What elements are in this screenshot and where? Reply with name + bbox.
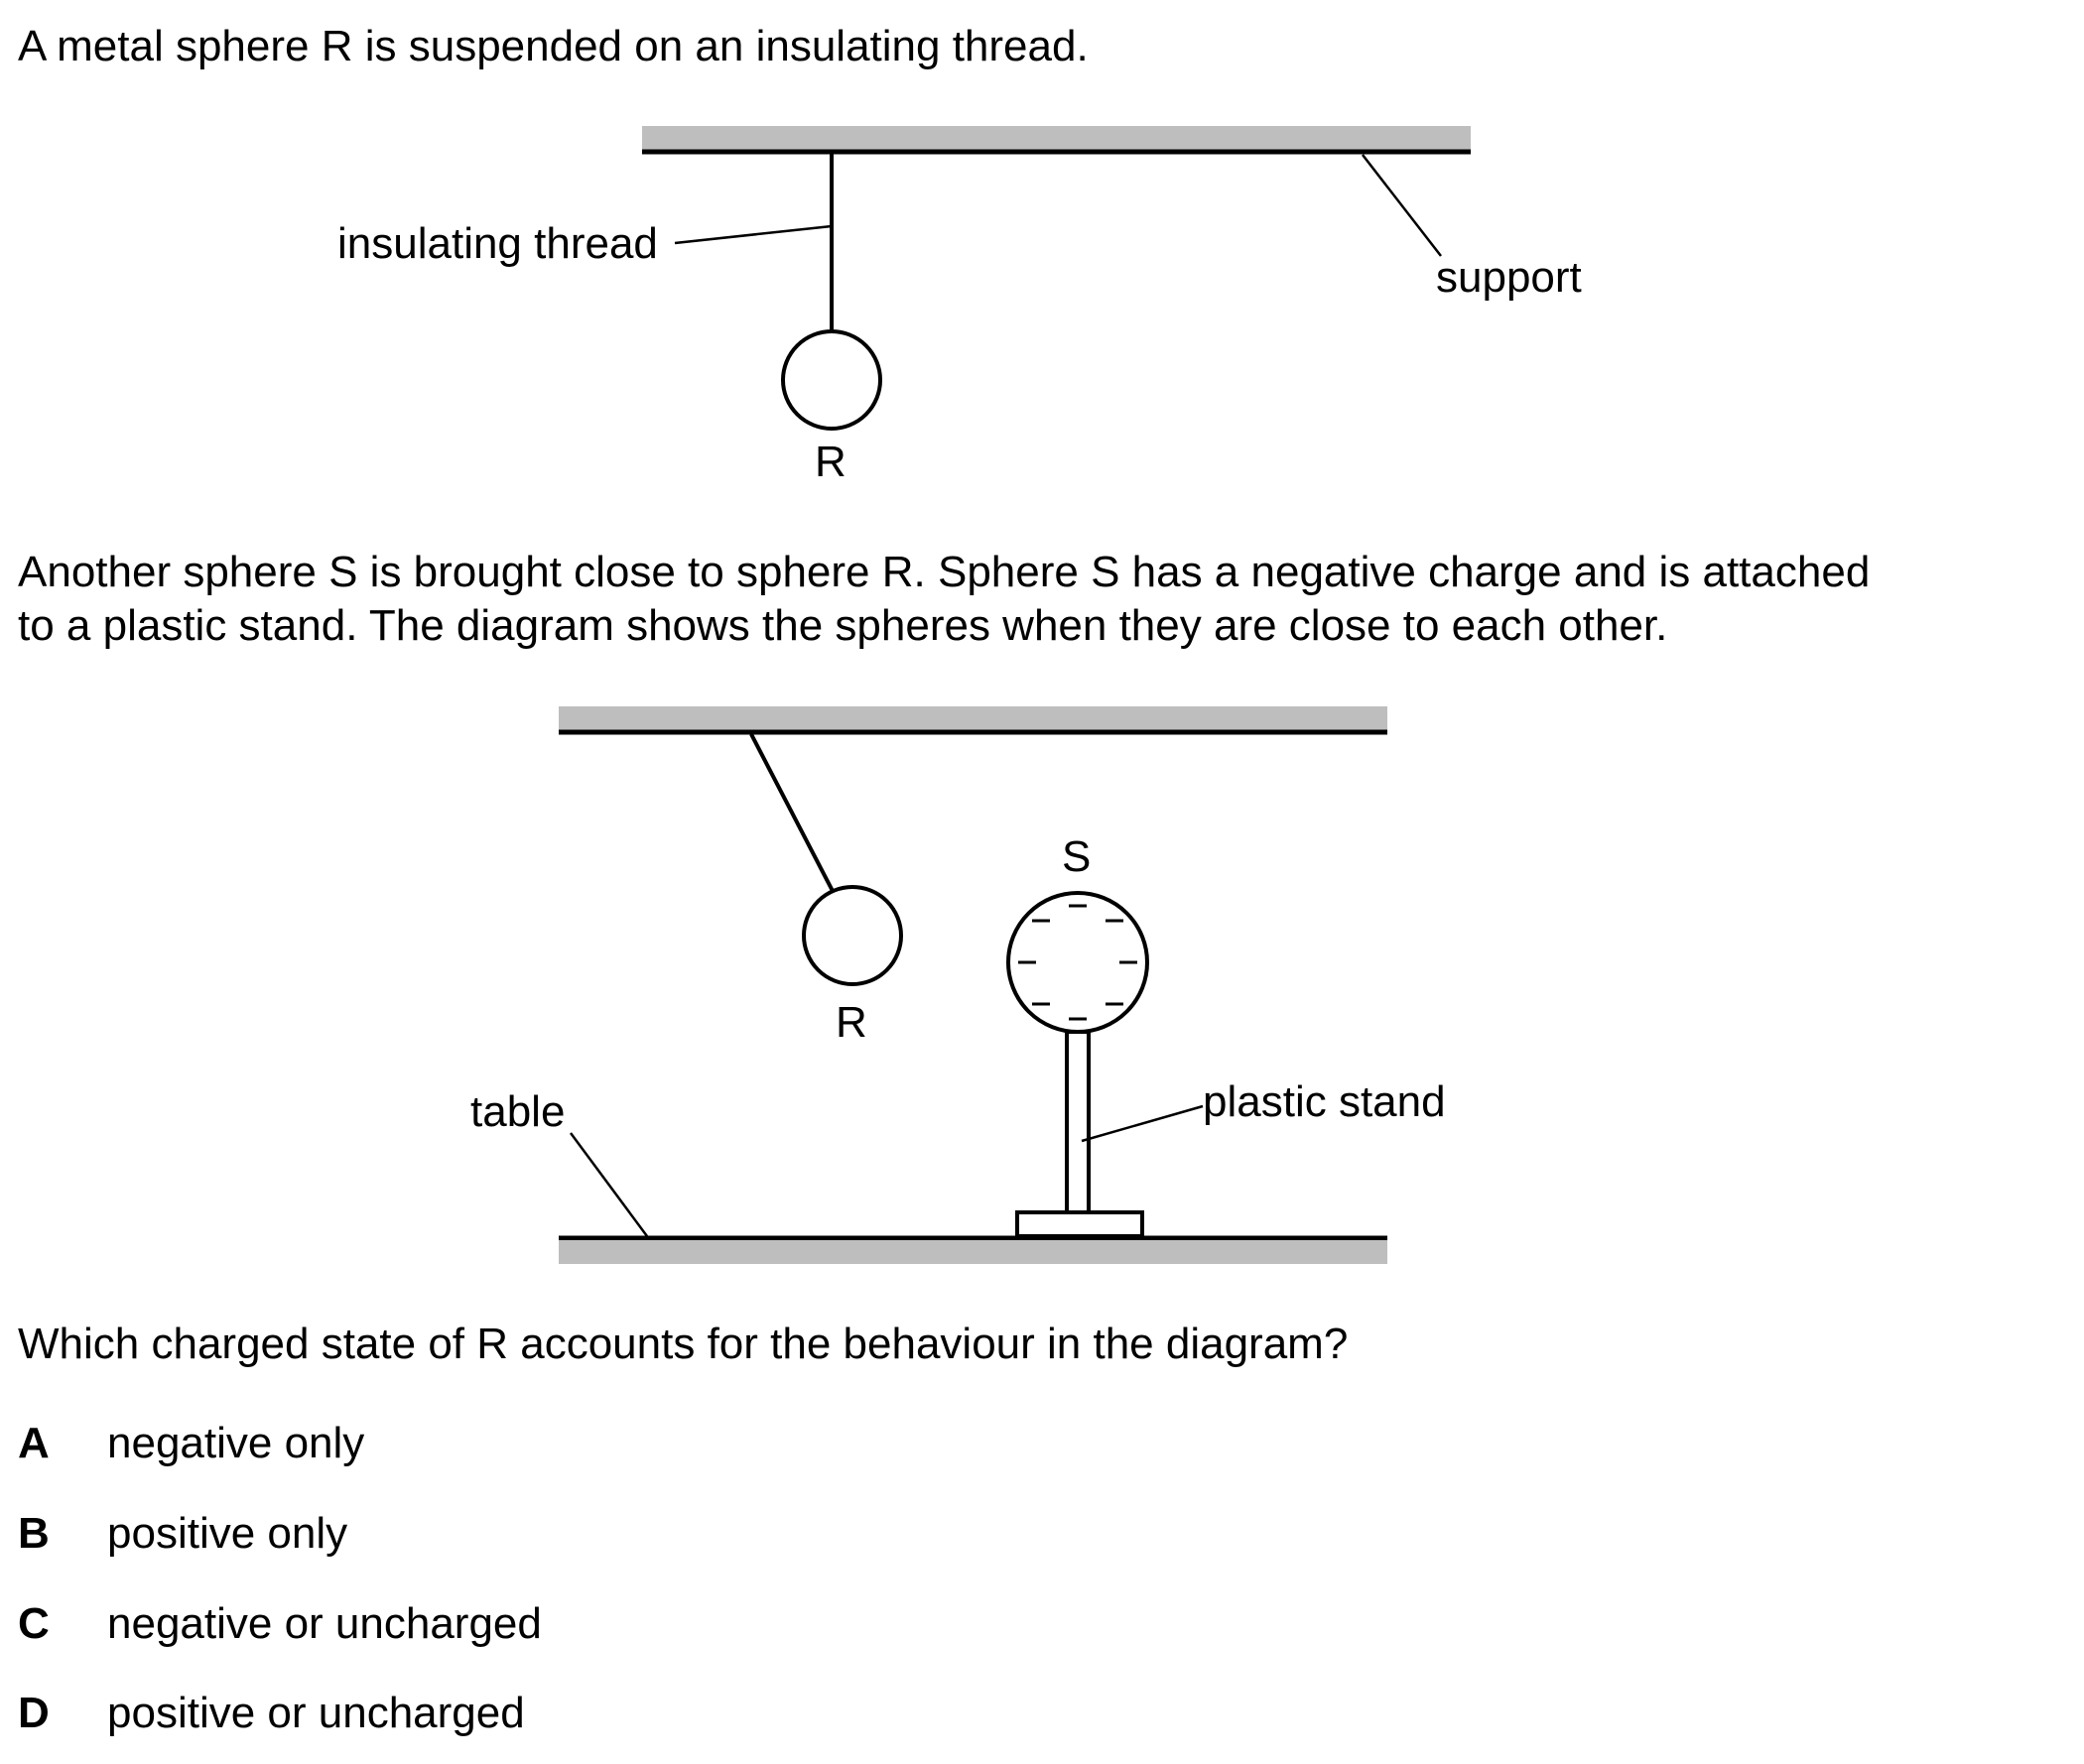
option-b-letter: B [18, 1509, 50, 1558]
option-a-letter: A [18, 1419, 50, 1467]
negative-charges [1018, 904, 1137, 1021]
table-leader-line [569, 1132, 649, 1237]
label-r-fig1: R [815, 438, 847, 486]
stand-stem [1065, 1030, 1091, 1214]
sphere-r-fig2 [802, 885, 903, 986]
intro-text: A metal sphere R is suspended on an insu… [18, 22, 1089, 70]
question-prompt: Which charged state of R accounts for th… [18, 1320, 1349, 1368]
support-bar [642, 126, 1471, 150]
label-support: support [1436, 253, 1582, 302]
sphere-r [781, 329, 882, 431]
thread-leader-line [674, 224, 833, 245]
label-s: S [1062, 832, 1091, 881]
option-c-letter: C [18, 1599, 50, 1648]
option-a-text: negative only [107, 1419, 365, 1467]
paragraph-2-line-2: to a plastic stand. The diagram shows th… [18, 601, 1668, 650]
support-bar-2 [559, 706, 1387, 730]
option-b-text: positive only [107, 1509, 348, 1558]
option-d-letter: D [18, 1689, 50, 1737]
label-table: table [470, 1087, 565, 1136]
table-bar [559, 1240, 1387, 1264]
label-insulating-thread: insulating thread [337, 219, 658, 268]
option-c-text: negative or uncharged [107, 1599, 542, 1648]
label-plastic-stand: plastic stand [1203, 1077, 1446, 1126]
option-d-text: positive or uncharged [107, 1689, 525, 1737]
figure-1-diagram: insulating thread support R [337, 126, 1582, 486]
paragraph-2-line-1: Another sphere S is brought close to sph… [18, 548, 1871, 596]
thread-tilted [749, 733, 836, 894]
stand-base [1015, 1210, 1144, 1238]
support-leader-line [1362, 154, 1442, 257]
figure-2-diagram: R S plastic stand table [470, 706, 1446, 1264]
stand-leader-line [1081, 1104, 1204, 1143]
label-r-fig2: R [836, 998, 867, 1047]
